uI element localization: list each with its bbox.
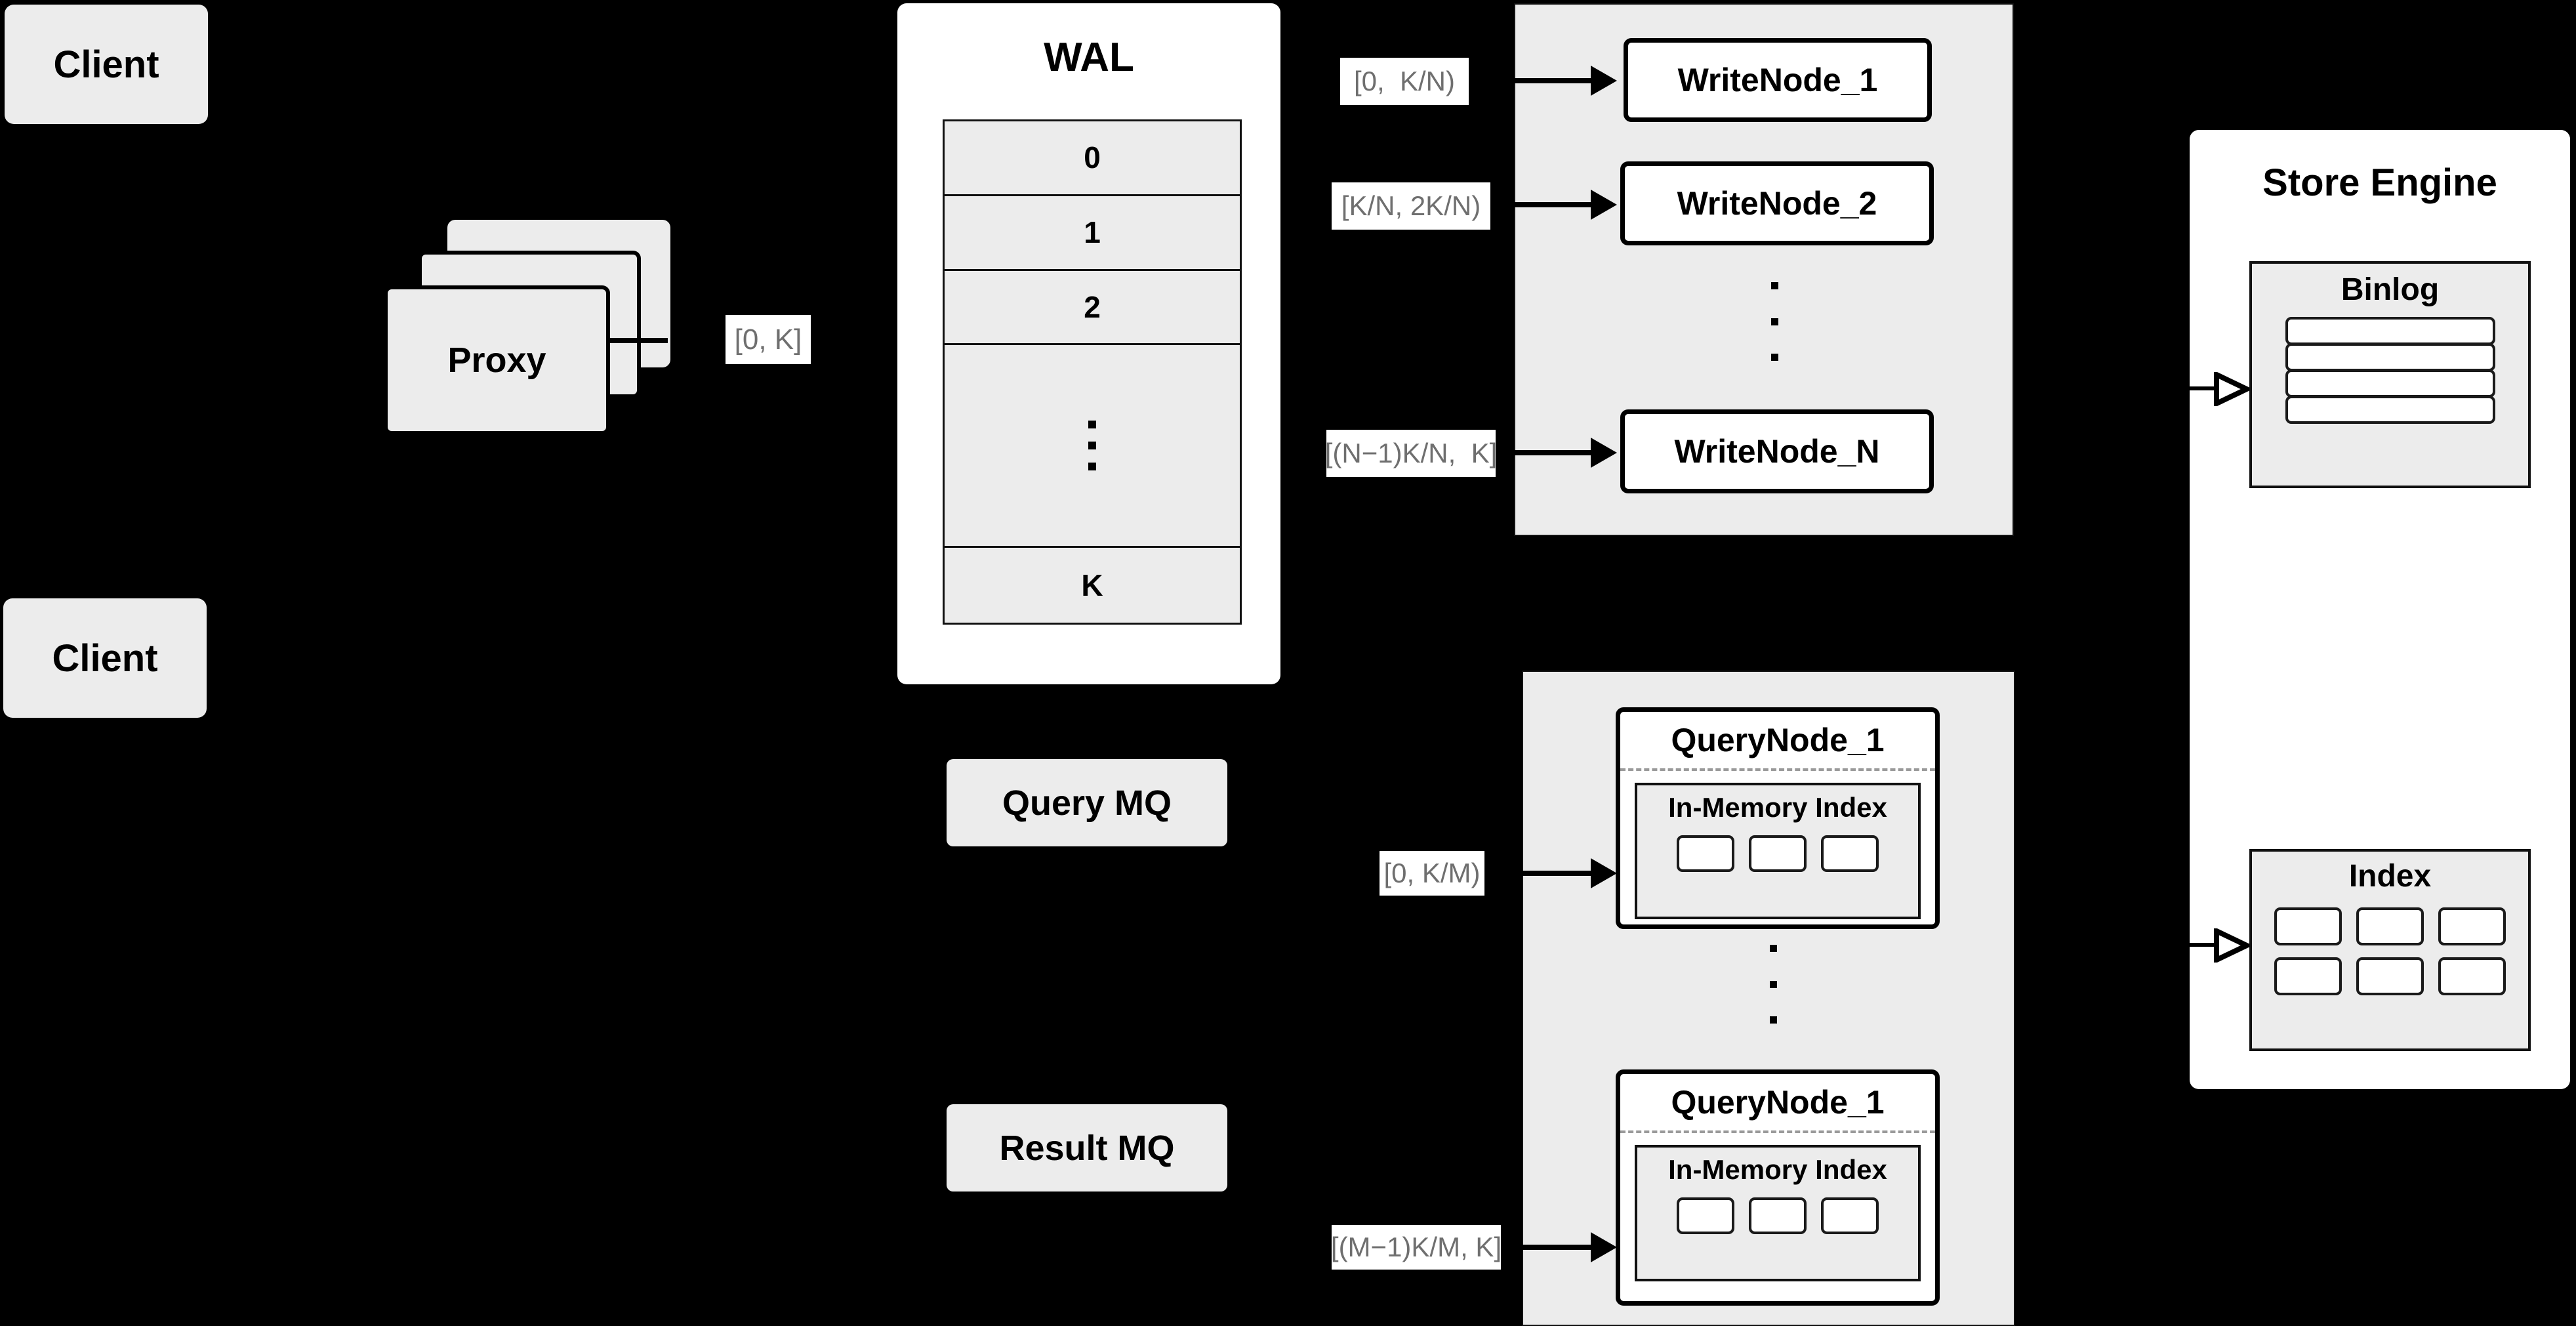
- store-index-slot: [2274, 907, 2342, 945]
- in-memory-index-panel: In-Memory Index: [1635, 783, 1921, 919]
- index-slot: [1749, 835, 1807, 872]
- write-node-1-arrow-line: [1484, 78, 1593, 83]
- write-node-1-arrow-head-icon: [1591, 66, 1617, 96]
- wal-row-ellipsis: [945, 345, 1240, 549]
- binlog-row: [2285, 343, 2495, 371]
- query-node-divider: [1620, 1130, 1935, 1133]
- wal-title: WAL: [1044, 35, 1134, 80]
- query-node-divider: [1620, 768, 1935, 771]
- in-memory-index-title: In-Memory Index: [1668, 1154, 1887, 1185]
- write-node-n[interactable]: WriteNode_N: [1620, 409, 1934, 493]
- write-cluster-ellipsis-icon: [1771, 282, 1778, 361]
- wal-entry-table: 0 1 2 K: [943, 119, 1242, 625]
- binlog-title: Binlog: [2341, 272, 2440, 307]
- client-label: Client: [53, 43, 159, 86]
- client-label: Client: [52, 636, 158, 680]
- store-index-slot: [2274, 957, 2342, 995]
- query-node-1-arrow-line: [1489, 871, 1593, 876]
- index-arrow-line: [2177, 943, 2217, 947]
- query-node-1[interactable]: QueryNode_1 In-Memory Index: [1616, 707, 1940, 929]
- client-box-1[interactable]: Client: [5, 5, 208, 124]
- in-memory-index-title: In-Memory Index: [1668, 792, 1887, 823]
- proxy-connector-stub: [610, 338, 668, 343]
- in-memory-index-panel: In-Memory Index: [1635, 1145, 1921, 1281]
- query-cluster-ellipsis-icon: [1770, 945, 1777, 1024]
- store-index-title: Index: [2348, 859, 2432, 894]
- wal-row: K: [945, 548, 1240, 623]
- index-slot: [1821, 1197, 1879, 1234]
- write-node-2[interactable]: WriteNode_2: [1620, 161, 1934, 245]
- store-index-slot: [2438, 907, 2506, 945]
- index-slot: [1821, 835, 1879, 872]
- write-node-n-range-label: [(N−1)K/N, K]: [1325, 430, 1497, 477]
- query-node-m[interactable]: QueryNode_1 In-Memory Index: [1616, 1069, 1940, 1306]
- query-node-1-range-label: [0, K/M): [1380, 851, 1484, 896]
- store-index-slot: [2356, 907, 2424, 945]
- write-node-2-arrow-head-icon: [1591, 190, 1617, 220]
- binlog-panel: Binlog: [2249, 261, 2531, 488]
- query-node-m-arrow-head-icon: [1591, 1232, 1617, 1262]
- binlog-arrow-line: [2177, 386, 2217, 390]
- index-slot: [1677, 1197, 1734, 1234]
- query-mq-box[interactable]: Query MQ: [947, 759, 1227, 846]
- vertical-ellipsis-icon: [1088, 421, 1096, 471]
- store-index-panel: Index: [2249, 849, 2531, 1051]
- write-node-2-arrow-line: [1494, 202, 1593, 207]
- write-node-2-range-label: [K/N, 2K/N): [1332, 182, 1490, 230]
- index-slot: [1677, 835, 1734, 872]
- write-node-n-arrow-head-icon: [1591, 438, 1617, 468]
- store-engine-title: Store Engine: [2262, 161, 2497, 204]
- wal-row: 2: [945, 270, 1240, 346]
- write-node-label: WriteNode_N: [1674, 433, 1880, 470]
- result-mq-label: Result MQ: [999, 1128, 1175, 1168]
- query-node-1-arrow-head-icon: [1591, 858, 1617, 888]
- binlog-row: [2285, 317, 2495, 345]
- binlog-row: [2285, 396, 2495, 424]
- client-box-2[interactable]: Client: [3, 598, 207, 718]
- result-mq-box[interactable]: Result MQ: [947, 1104, 1227, 1191]
- query-node-m-range-label: [(M−1)K/M, K]: [1331, 1225, 1502, 1270]
- binlog-row: [2285, 369, 2495, 398]
- write-node-1[interactable]: WriteNode_1: [1624, 38, 1932, 122]
- proxy-box[interactable]: Proxy: [384, 285, 610, 435]
- store-index-slot: [2356, 957, 2424, 995]
- query-node-label: QueryNode_1: [1671, 722, 1885, 758]
- wal-row: 0: [945, 121, 1240, 196]
- write-node-label: WriteNode_1: [1677, 62, 1878, 98]
- proxy-range-label: [0, K]: [726, 315, 811, 364]
- write-node-label: WriteNode_2: [1677, 185, 1877, 222]
- write-node-n-arrow-line: [1500, 450, 1593, 455]
- index-slot: [1749, 1197, 1807, 1234]
- write-node-1-range-label: [0, K/N): [1340, 58, 1469, 105]
- query-node-m-arrow-line: [1501, 1245, 1593, 1250]
- wal-row: 1: [945, 196, 1240, 271]
- proxy-label: Proxy: [447, 341, 546, 380]
- query-node-label: QueryNode_1: [1671, 1084, 1885, 1121]
- query-mq-label: Query MQ: [1002, 783, 1172, 823]
- store-index-slot: [2438, 957, 2506, 995]
